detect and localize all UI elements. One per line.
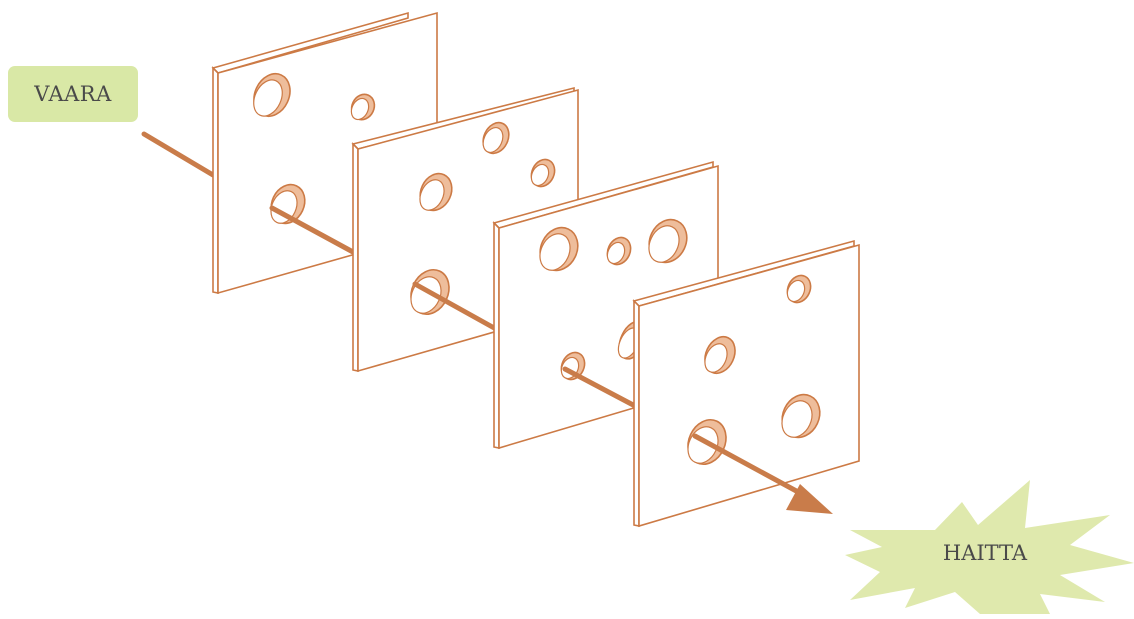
hole bbox=[781, 393, 821, 439]
hazard-label: VAARA bbox=[8, 66, 138, 122]
hazard-arrow-final bbox=[692, 433, 803, 496]
hole bbox=[350, 93, 376, 121]
harm-burst: HAITTA bbox=[845, 480, 1134, 614]
hazard-line-start bbox=[141, 131, 216, 178]
defense-layer-4 bbox=[632, 239, 860, 528]
hole bbox=[704, 335, 736, 375]
hole bbox=[482, 121, 510, 155]
hole bbox=[539, 226, 579, 272]
hole bbox=[786, 274, 812, 304]
hole bbox=[648, 218, 688, 264]
hole bbox=[530, 158, 556, 188]
hazard-line-segment bbox=[412, 281, 499, 332]
hazard-line-segment bbox=[269, 205, 356, 255]
arrowhead-icon bbox=[786, 484, 833, 514]
hole bbox=[419, 172, 453, 212]
hole bbox=[253, 73, 291, 117]
hazard-line-segment bbox=[562, 366, 640, 410]
harm-label: HAITTA bbox=[943, 541, 1028, 565]
hole bbox=[606, 236, 632, 266]
